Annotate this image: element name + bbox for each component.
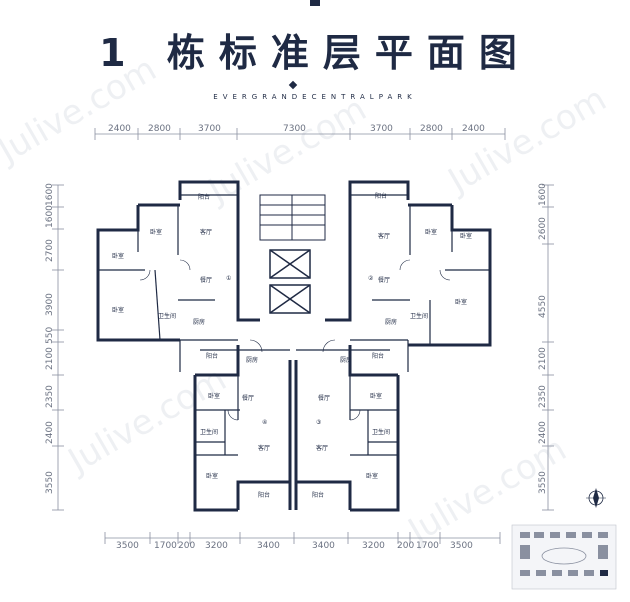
label-dining-2: 餐厅 (378, 276, 390, 284)
label-bath-2: 卫生间 (410, 312, 428, 320)
label-bedroom-2c: 卧室 (455, 298, 467, 306)
unit-4-inner-walls (195, 349, 290, 456)
left-dim-4: 3900 (45, 293, 55, 316)
label-unit-4: ④ (262, 419, 267, 426)
label-kitchen-4: 厨房 (246, 356, 258, 364)
label-unit-2: ② (368, 275, 374, 282)
unit-3-walls (294, 345, 400, 512)
page-title: 1 栋标准层平面图 (99, 31, 531, 75)
bottom-dim-9: 1700 (416, 541, 439, 551)
label-living-3: 客厅 (316, 444, 328, 452)
label-kitchen-3: 厨房 (340, 356, 352, 364)
top-dim-4: 7300 (283, 124, 306, 134)
label-living-2: 客厅 (378, 232, 390, 240)
right-dim-6: 2400 (538, 421, 548, 444)
label-kitchen-1: 厨房 (193, 318, 205, 326)
unit-1-walls (96, 180, 260, 342)
label-unit-1: ① (226, 275, 231, 282)
left-dim-3: 2700 (45, 239, 55, 262)
compass-icon (586, 488, 606, 508)
bottom-dim-10: 3500 (450, 541, 473, 551)
label-bath-1: 卫生间 (158, 312, 176, 320)
label-bedroom-2b: 卧室 (460, 232, 472, 240)
unit-1-inner-walls (98, 194, 238, 372)
right-dimension-line (542, 184, 554, 511)
label-dining-4: 餐厅 (242, 394, 254, 402)
bottom-dim-5: 3400 (257, 541, 280, 551)
unit-2-walls (325, 180, 492, 347)
label-bedroom-1c: 卧室 (112, 306, 124, 314)
bottom-dim-7: 3200 (362, 541, 385, 551)
label-balcony-1: 阳台 (198, 193, 210, 201)
left-dim-8: 2400 (45, 421, 55, 444)
label-unit-3: ③ (316, 419, 321, 426)
label-living-4: 客厅 (258, 444, 270, 452)
label-kitchen-2: 厨房 (385, 318, 397, 326)
right-dim-1: 1600 (538, 183, 548, 206)
right-dim-2: 2600 (538, 217, 548, 240)
bottom-dim-4: 3200 (205, 541, 228, 551)
right-dim-5: 2350 (538, 385, 548, 408)
top-dim-3: 3700 (198, 124, 221, 134)
label-dining-3: 餐厅 (318, 394, 330, 402)
top-dimension-line (94, 128, 506, 140)
right-dim-3: 4550 (538, 295, 548, 318)
unit-4-walls (193, 345, 292, 512)
top-dim-6: 2800 (420, 124, 443, 134)
bottom-dim-8: 200 (397, 541, 414, 551)
label-bath-4: 卫生间 (200, 428, 218, 436)
elevator-core (269, 249, 311, 314)
label-bedroom-3a: 卧室 (370, 392, 382, 400)
label-bedroom-1a: 卧室 (150, 228, 162, 236)
title-top-mark (310, 0, 320, 6)
right-dim-7: 3550 (538, 471, 548, 494)
label-bedroom-3b: 卧室 (366, 472, 378, 480)
unit-2-inner-walls (350, 194, 490, 372)
label-dining-1: 餐厅 (200, 276, 212, 284)
bottom-dimension-line (104, 532, 501, 544)
label-bedroom-4a: 卧室 (208, 392, 220, 400)
bottom-dim-2: 1700 (154, 541, 177, 551)
top-dim-2: 2800 (148, 124, 171, 134)
left-dim-6: 2100 (45, 347, 55, 370)
label-bedroom-2a: 卧室 (425, 228, 437, 236)
label-bedroom-1b: 卧室 (112, 252, 124, 260)
label-bedroom-4b: 卧室 (206, 472, 218, 480)
page-subtitle: EVERGRANDECENTRALPARK (213, 93, 417, 101)
left-dim-9: 3550 (45, 471, 55, 494)
label-bath-3: 卫生间 (372, 428, 390, 436)
label-balcony-3b: 阳台 (312, 491, 324, 499)
left-dim-5: 550 (45, 327, 55, 344)
unit-3-inner-walls (296, 349, 398, 456)
label-living-1: 客厅 (200, 228, 212, 236)
door-swings (139, 259, 451, 421)
bottom-dim-3: 200 (178, 541, 195, 551)
top-dim-7: 2400 (462, 124, 485, 134)
stair-core (259, 194, 326, 241)
site-keyplan (511, 524, 617, 590)
right-dim-4: 2100 (538, 347, 548, 370)
label-balcony-2: 阳台 (375, 192, 387, 200)
bottom-dim-1: 3500 (116, 541, 139, 551)
label-balcony-4b: 阳台 (258, 491, 270, 499)
left-dim-1: 1600 (45, 183, 55, 206)
top-dim-5: 3700 (370, 124, 393, 134)
top-dim-1: 2400 (108, 124, 131, 134)
label-balcony-3: 阳台 (372, 352, 384, 360)
bottom-dim-6: 3400 (312, 541, 335, 551)
left-dim-2: 1600 (45, 205, 55, 228)
label-balcony-4: 阳台 (206, 352, 218, 360)
left-dimension-line (52, 184, 64, 511)
left-dim-7: 2350 (45, 385, 55, 408)
